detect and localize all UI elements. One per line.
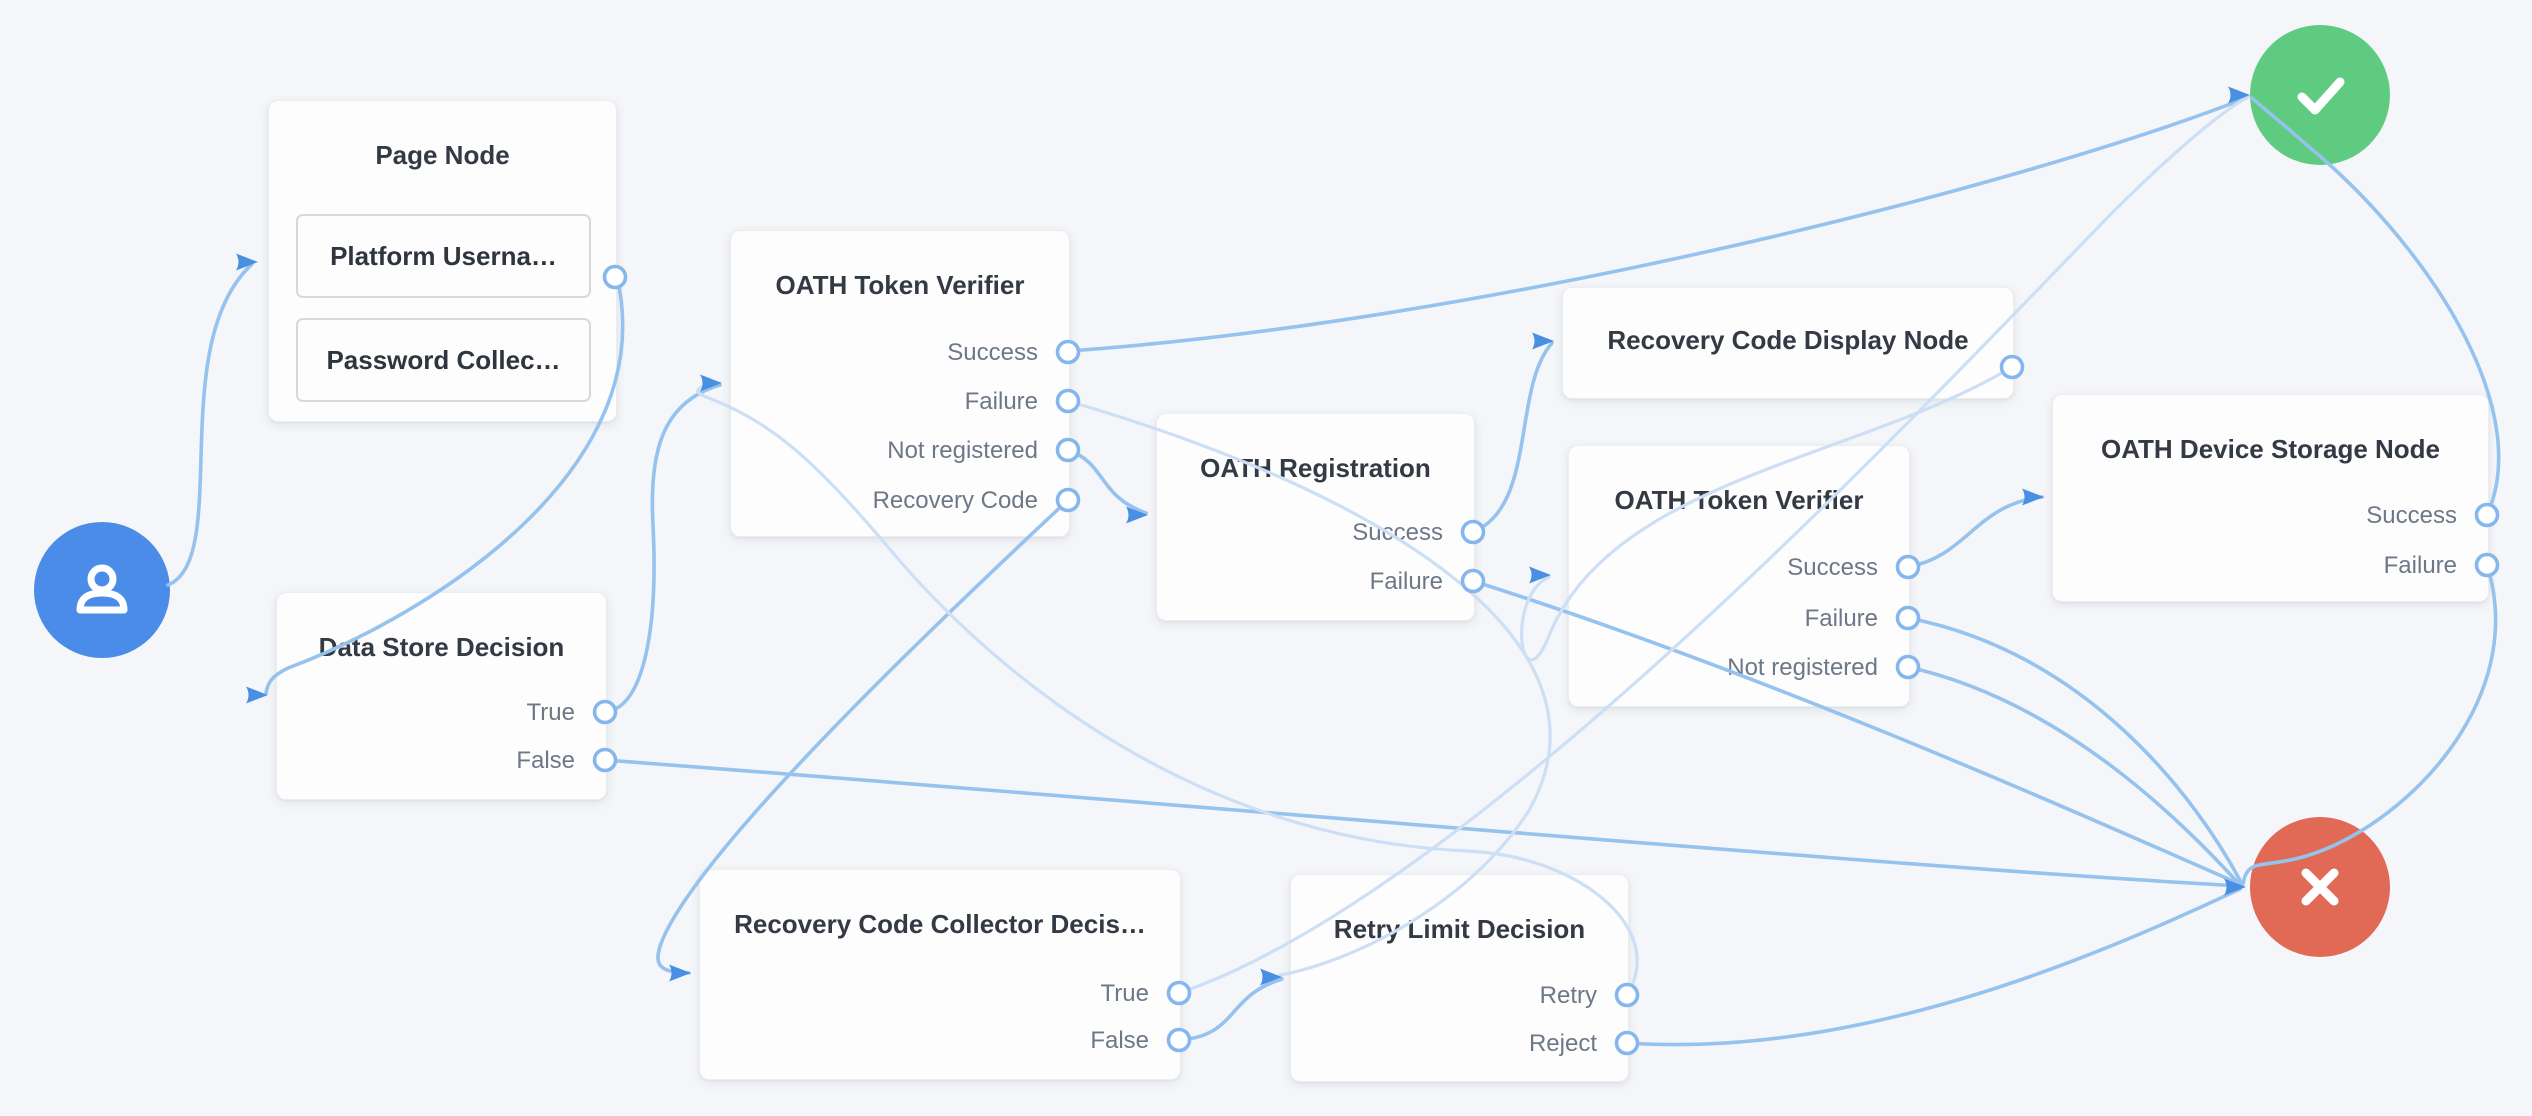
- node-title: OATH Registration: [1200, 453, 1431, 483]
- edge-datastore-true-to-oath1[interactable]: [603, 383, 722, 714]
- output-label: Failure: [2383, 552, 2457, 579]
- edge-start-to-page[interactable]: [166, 262, 254, 587]
- node-title: OATH Token Verifier: [1614, 485, 1864, 515]
- output-label: Failure: [1369, 568, 1443, 595]
- input-arrow-success: [2228, 86, 2250, 104]
- edge-oath2-not-registered-to-failure[interactable]: [1906, 665, 2243, 888]
- output-label: Not registered: [1727, 654, 1878, 681]
- page-field[interactable]: Platform Userna…: [296, 214, 591, 298]
- output-label: Failure: [964, 388, 1038, 415]
- input-arrow-registration: [1126, 506, 1148, 524]
- input-arrow-datastore: [246, 686, 268, 704]
- output-label: False: [516, 747, 575, 774]
- node-title: Recovery Code Collector Decis…: [734, 909, 1146, 939]
- node-title: OATH Device Storage Node: [2100, 434, 2441, 464]
- page-field[interactable]: Password Collec…: [296, 318, 591, 402]
- input-arrow-device: [2022, 488, 2044, 506]
- edge-oath2-success-to-device[interactable]: [1906, 495, 2044, 569]
- edge-retry-reject-to-failure[interactable]: [1625, 887, 2242, 1047]
- edge-oath1-not-registered-to-registration[interactable]: [1066, 448, 1148, 515]
- check-icon: [2297, 77, 2345, 115]
- output-label: True: [526, 699, 575, 726]
- output-label: Failure: [1804, 605, 1878, 632]
- input-arrow-collector: [669, 964, 691, 982]
- start-node[interactable]: [34, 522, 170, 658]
- node-title: Recovery Code Display Node: [1607, 325, 1969, 355]
- x-icon: [2301, 868, 2339, 906]
- input-arrow-retry: [1260, 968, 1282, 986]
- node-title: OATH Token Verifier: [775, 270, 1025, 300]
- edge-collector-false-to-retry[interactable]: [1177, 977, 1284, 1042]
- output-label: False: [1090, 1027, 1149, 1054]
- output-label: Not registered: [887, 437, 1038, 464]
- node-display[interactable]: Recovery Code Display Node: [1562, 287, 2014, 399]
- input-arrow-oath2: [1529, 566, 1551, 584]
- input-arrow-display: [1532, 332, 1554, 350]
- node-title: Page Node: [375, 140, 510, 170]
- output-label: Success: [1787, 554, 1878, 581]
- input-arrow-failure: [2224, 878, 2246, 896]
- output-label: Success: [947, 339, 1038, 366]
- success-node[interactable]: [2250, 25, 2390, 165]
- output-label: Success: [2366, 502, 2457, 529]
- input-arrow-page: [236, 253, 258, 271]
- output-label: Reject: [1528, 1030, 1597, 1057]
- output-label: True: [1100, 980, 1149, 1007]
- node-title: Data Store Decision: [318, 632, 565, 662]
- node-title: Retry Limit Decision: [1333, 914, 1586, 944]
- user-icon: [76, 564, 128, 614]
- output-label: Retry: [1539, 982, 1597, 1009]
- edge-oath2-failure-to-failure[interactable]: [1906, 616, 2244, 886]
- failure-node[interactable]: [2250, 817, 2390, 957]
- input-arrow-oath1: [700, 374, 722, 392]
- edge-registration-success-to-display[interactable]: [1471, 341, 1554, 534]
- edge-datastore-false-to-failure[interactable]: [603, 758, 2244, 888]
- output-label: Success: [1352, 519, 1443, 546]
- output-label: Recovery Code: [872, 487, 1038, 514]
